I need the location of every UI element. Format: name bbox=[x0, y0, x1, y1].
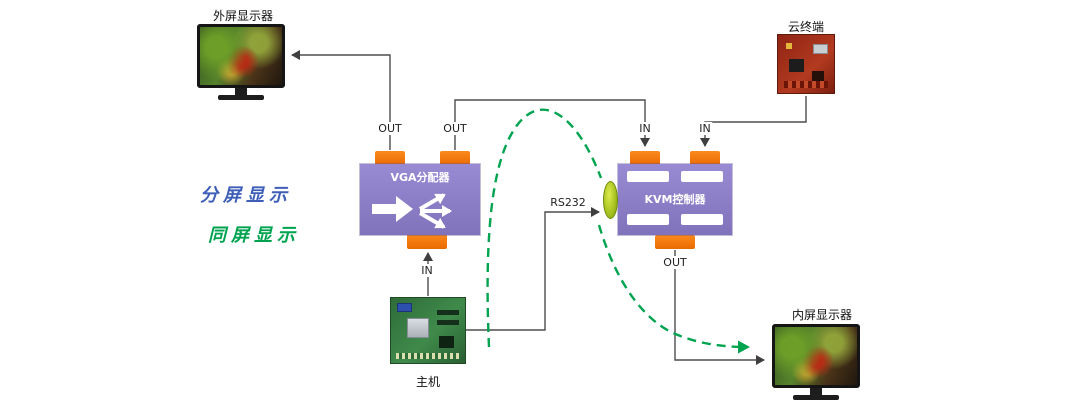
kvm-in-right-label: IN bbox=[697, 122, 713, 135]
kvm-in-left-label: IN bbox=[637, 122, 653, 135]
vga-out-left-label: OUT bbox=[376, 122, 404, 135]
pcb-component bbox=[813, 44, 828, 54]
host-label: 主机 bbox=[415, 375, 441, 389]
monitor-base bbox=[793, 395, 839, 400]
kvm-controller-title: KVM控制器 bbox=[644, 193, 706, 206]
cloud-terminal-label: 云终端 bbox=[787, 20, 825, 34]
pcb-connector-strip bbox=[784, 81, 828, 88]
monitor-screen bbox=[197, 24, 285, 88]
wire-cloud-to-kvm bbox=[700, 96, 807, 147]
same-screen-dashed-path-down bbox=[597, 224, 750, 354]
kvm-serial-connector bbox=[603, 181, 618, 219]
pcb-component bbox=[786, 43, 792, 49]
pcb-slot bbox=[437, 320, 459, 325]
vga-out-right-port bbox=[440, 151, 470, 165]
pcb-chip bbox=[439, 336, 454, 348]
kvm-in-right-port bbox=[690, 151, 720, 165]
pcb-chip bbox=[812, 71, 824, 81]
vga-out-right-label: OUT bbox=[441, 122, 469, 135]
monitor-base bbox=[218, 95, 264, 100]
vga-out-left-port bbox=[375, 151, 405, 165]
kvm-in-left-port bbox=[630, 151, 660, 165]
kvm-slot-bar bbox=[681, 214, 723, 225]
same-screen-dashed-path-up bbox=[486, 108, 603, 348]
kvm-out-port bbox=[655, 235, 695, 249]
internal-monitor-label: 内屏显示器 bbox=[791, 308, 853, 322]
internal-monitor-image bbox=[772, 324, 860, 400]
legend-split-screen: 分屏显示 bbox=[200, 185, 292, 206]
vga-splitter-title: VGA分配器 bbox=[390, 171, 450, 184]
vga-in-port bbox=[407, 234, 447, 249]
kvm-out-label: OUT bbox=[661, 256, 689, 269]
vga-splitter-box: VGA分配器 bbox=[360, 164, 480, 235]
wire-kvm-to-internal-monitor bbox=[674, 250, 765, 365]
pcb-connector-strip bbox=[396, 353, 460, 359]
split-arrows-icon bbox=[372, 193, 452, 229]
external-monitor-image bbox=[197, 24, 285, 100]
pcb-cpu bbox=[407, 318, 429, 338]
monitor-stand bbox=[235, 88, 247, 95]
cloud-terminal-board-image bbox=[777, 34, 835, 94]
pcb-slot bbox=[437, 310, 459, 315]
wire-vga-to-kvm bbox=[454, 99, 650, 150]
kvm-slot-bar bbox=[627, 214, 669, 225]
rs232-label: RS232 bbox=[550, 196, 586, 209]
external-monitor-label: 外屏显示器 bbox=[212, 9, 274, 23]
kvm-controller-box: KVM控制器 bbox=[618, 164, 732, 235]
wire-host-rs232-to-kvm bbox=[466, 207, 600, 331]
monitor-screen bbox=[772, 324, 860, 388]
pcb-chip bbox=[789, 59, 804, 72]
vga-in-label: IN bbox=[419, 264, 435, 277]
pcb-port bbox=[397, 303, 412, 312]
host-board-image bbox=[390, 297, 466, 364]
legend-same-screen: 同屏显示 bbox=[208, 225, 300, 246]
kvm-slot-bar bbox=[681, 171, 723, 182]
wire-vga-to-external-monitor bbox=[291, 50, 391, 150]
monitor-stand bbox=[810, 388, 822, 395]
kvm-slot-bar bbox=[627, 171, 669, 182]
